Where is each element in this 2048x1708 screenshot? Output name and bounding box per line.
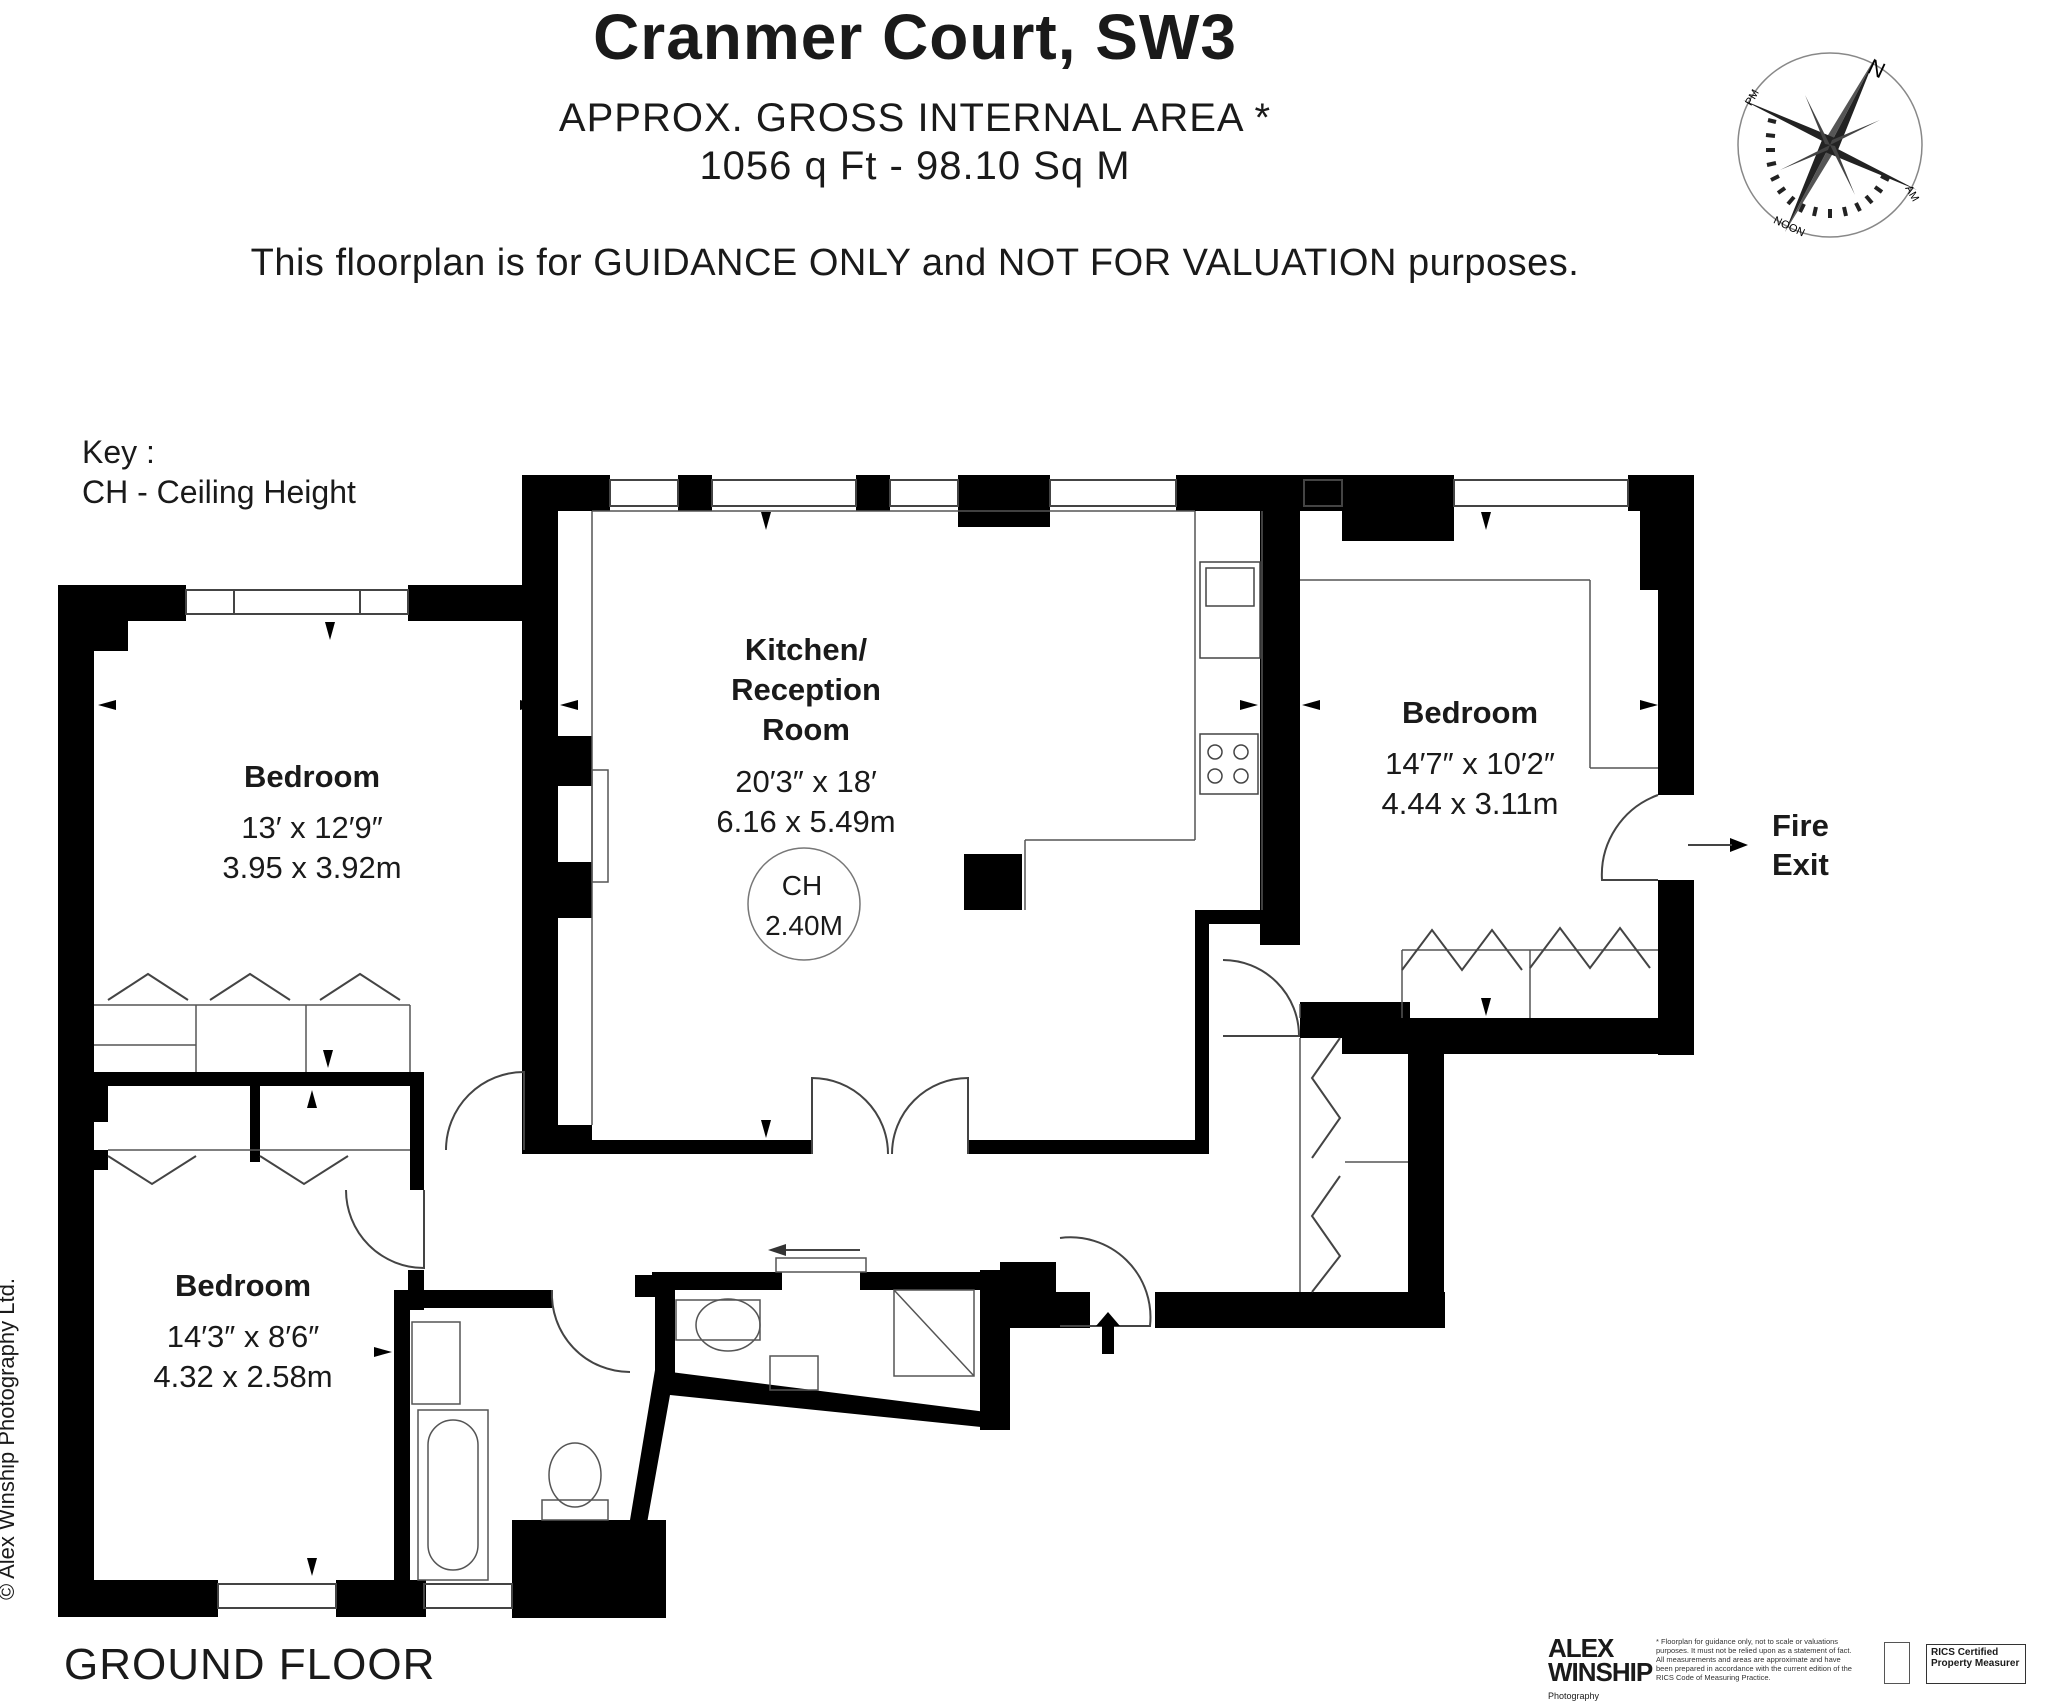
bedroom-top-left-name: Bedroom — [244, 759, 380, 794]
footer-disclaimer: * Floorplan for guidance only, not to sc… — [1656, 1637, 1852, 1682]
bedroom-bottom-left-dim-metric: 4.32 x 2.58m — [153, 1359, 332, 1394]
bedroom-bottom-left-dim-imperial: 14′3″ x 8′6″ — [167, 1319, 320, 1354]
compass-icon: N PM AM NOON — [1737, 52, 1923, 239]
bedroom-right-name: Bedroom — [1402, 695, 1538, 730]
bedroom-top-left-dim-imperial: 13′ x 12′9″ — [241, 810, 383, 845]
area-value: 1056 q Ft - 98.10 Sq M — [699, 144, 1131, 188]
kitchen-name-1: Kitchen/ — [745, 632, 868, 667]
doors — [107, 794, 1659, 1374]
logo-line2: WINSHIP — [1548, 1657, 1653, 1687]
compass-noon: NOON — [1771, 214, 1806, 239]
kitchen-dim-metric: 6.16 x 5.49m — [716, 804, 895, 839]
alex-winship-logo: ALEX WINSHIP Photography — [1548, 1633, 1653, 1708]
logo-line3: Photography — [1548, 1691, 1600, 1701]
ceiling-height-badge — [747, 847, 861, 961]
rics-label: RICS — [1931, 1647, 1955, 1658]
key-entry: CH - Ceiling Height — [82, 474, 356, 510]
fire-exit-line1: Fire — [1772, 808, 1829, 843]
bedroom-right-dim-metric: 4.44 x 3.11m — [1382, 786, 1559, 821]
kitchen-name-3: Room — [762, 712, 850, 747]
interior-lines — [94, 510, 1658, 1581]
key-legend: Key : CH - Ceiling Height — [82, 432, 356, 512]
area-label: APPROX. GROSS INTERNAL AREA * — [558, 96, 1272, 140]
ceiling-height-label: CH — [782, 870, 822, 901]
fire-exit-line2: Exit — [1772, 847, 1829, 882]
guidance-note: This floorplan is for GUIDANCE ONLY and … — [250, 242, 1580, 284]
bedroom-top-left-dim-metric: 3.95 x 3.92m — [222, 850, 401, 885]
bedroom-right-dim-imperial: 14′7″ x 10′2″ — [1385, 746, 1555, 781]
kitchen-units — [1199, 561, 1261, 795]
compass-north: N — [1864, 54, 1889, 83]
compass-pm: PM — [1743, 88, 1762, 108]
ceiling-height-value: 2.40M — [765, 910, 843, 941]
page-title: Cranmer Court, SW3 — [593, 1, 1237, 73]
kitchen-island — [964, 854, 1022, 910]
mm-badge-icon — [1884, 1642, 1910, 1684]
copyright-note: © Alex Winship Photography Ltd. — [0, 1278, 19, 1600]
bedroom-bottom-left-name: Bedroom — [175, 1268, 311, 1303]
rics-certified: Certified Property Measurer — [1931, 1647, 2020, 1669]
rics-badge: RICS Certified Property Measurer — [1926, 1644, 2026, 1684]
key-title: Key : — [82, 434, 155, 470]
logo-line1: ALEX — [1548, 1633, 1614, 1663]
kitchen-dim-imperial: 20′3″ x 18′ — [735, 764, 877, 799]
floor-label: GROUND FLOOR — [64, 1640, 436, 1689]
compass-am: AM — [1902, 184, 1921, 204]
windows — [185, 479, 1629, 1609]
measure-arrows — [98, 512, 1748, 1576]
kitchen-name-2: Reception — [731, 672, 881, 707]
walls — [58, 475, 1694, 1618]
